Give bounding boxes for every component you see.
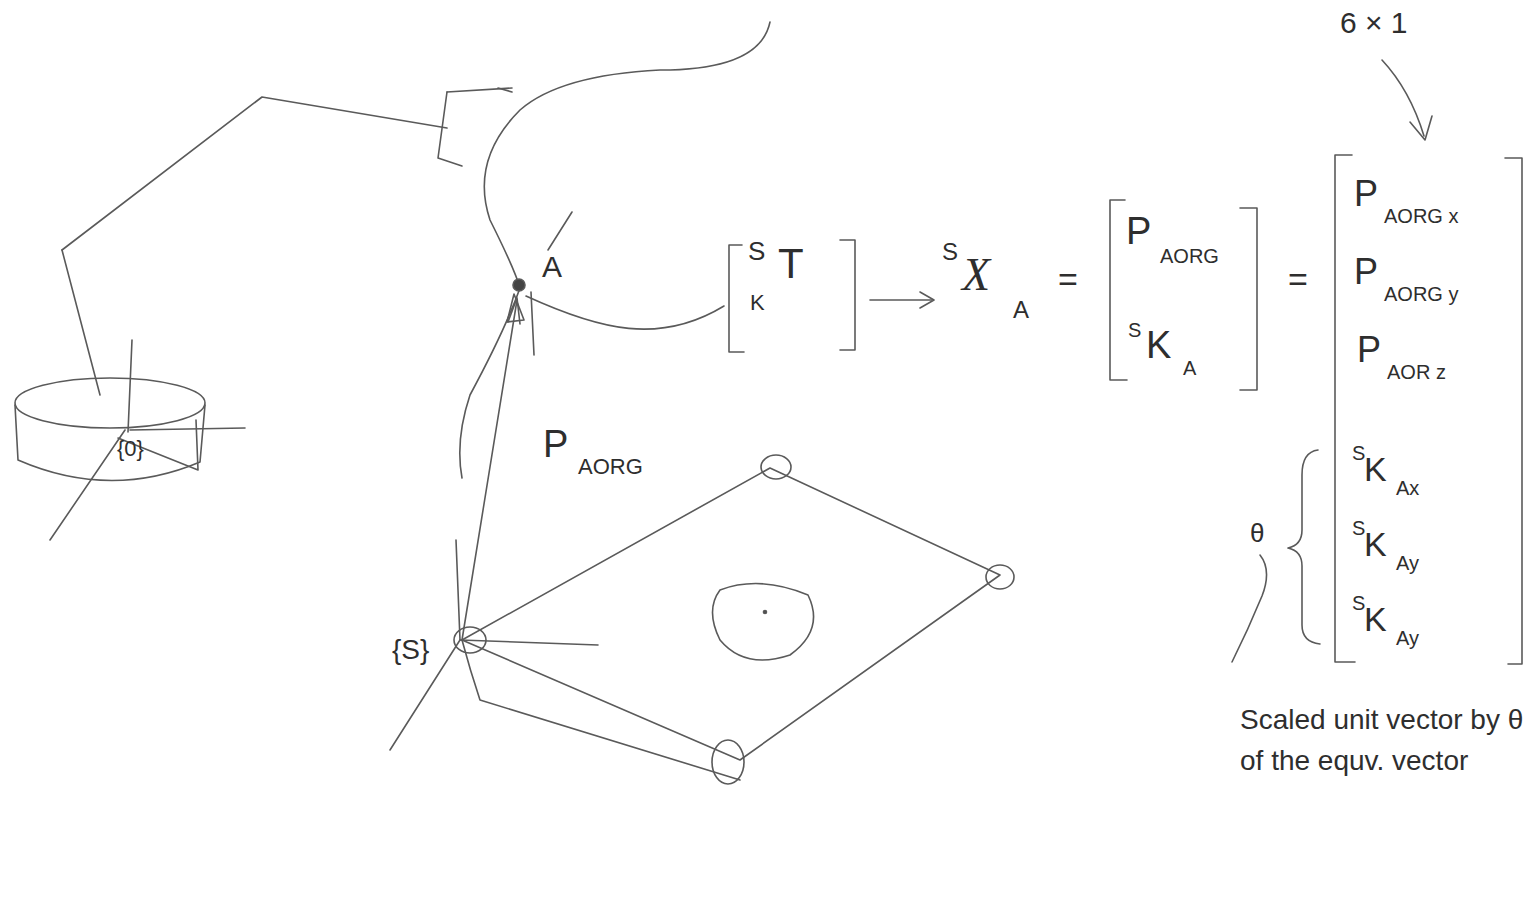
vector-symbol: P bbox=[1126, 212, 1151, 250]
vector-symbol: K bbox=[1146, 326, 1171, 364]
superscript: S bbox=[1352, 518, 1365, 538]
subscript: Ay bbox=[1396, 553, 1419, 573]
subscript: AORG x bbox=[1384, 206, 1458, 226]
dimension-label: 6 × 1 bbox=[1340, 8, 1408, 38]
frame-label: {0} bbox=[117, 438, 144, 460]
pose-symbol: X bbox=[962, 252, 990, 298]
frame-label: {S} bbox=[392, 636, 429, 664]
angle-symbol: θ bbox=[1250, 520, 1264, 546]
subscript: AORG bbox=[578, 456, 643, 478]
subscript: Ax bbox=[1396, 478, 1419, 498]
equals-sign: = bbox=[1288, 262, 1308, 296]
vector-symbol: P bbox=[1354, 254, 1378, 290]
subscript: AORG bbox=[1160, 246, 1219, 266]
superscript: S bbox=[1352, 593, 1365, 613]
subscript: K bbox=[750, 292, 765, 314]
matrix-symbol: T bbox=[778, 243, 804, 285]
vector-symbol: P bbox=[1354, 176, 1378, 212]
subscript: A bbox=[1013, 298, 1029, 322]
subscript: AOR z bbox=[1387, 362, 1446, 382]
equals-sign: = bbox=[1058, 262, 1078, 296]
note-text: Scaled unit vector by θ of the equv. vec… bbox=[1240, 700, 1524, 781]
superscript: S bbox=[1128, 320, 1141, 340]
superscript: S bbox=[942, 240, 958, 264]
vector-symbol: P bbox=[1357, 332, 1381, 368]
vector-symbol: P bbox=[543, 425, 568, 463]
superscript: S bbox=[748, 238, 765, 264]
vector-symbol: K bbox=[1364, 527, 1387, 561]
vector-symbol: K bbox=[1364, 452, 1387, 486]
subscript: Ay bbox=[1396, 628, 1419, 648]
subscript: A bbox=[1183, 358, 1196, 378]
point-label: A bbox=[542, 252, 562, 282]
superscript: S bbox=[1352, 443, 1365, 463]
vector-symbol: K bbox=[1364, 602, 1387, 636]
subscript: AORG y bbox=[1384, 284, 1458, 304]
